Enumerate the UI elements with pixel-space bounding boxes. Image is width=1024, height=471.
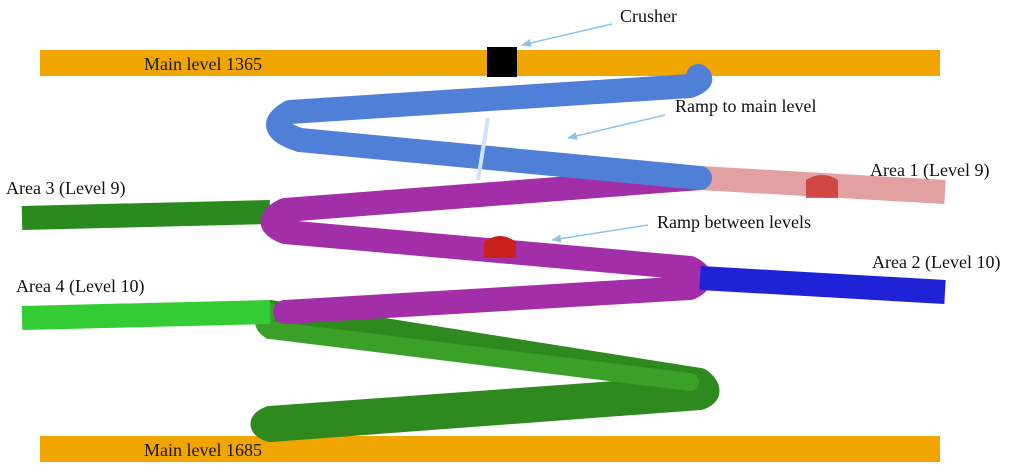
ramp-main-pointer [567, 114, 666, 140]
crusher-label: Crusher [620, 6, 677, 26]
ventilation-shaft [476, 117, 490, 181]
main-level-1685-label: Main level 1685 [144, 440, 262, 460]
ramp-to-main-level [266, 64, 713, 190]
area2-drift [699, 266, 946, 304]
main-level-1365-label: Main level 1365 [144, 54, 262, 74]
area4-label: Area 4 (Level 10) [16, 276, 144, 297]
lower-ramp-segment-1 [251, 300, 720, 442]
refuge-chamber-1 [484, 236, 516, 258]
ramp-main-label: Ramp to main level [675, 96, 816, 116]
area1-label: Area 1 (Level 9) [870, 160, 989, 181]
area3-label: Area 3 (Level 9) [6, 178, 125, 199]
crusher-block [487, 47, 517, 77]
ramp-between-label: Ramp between levels [657, 212, 811, 232]
area3-drift [21, 200, 271, 230]
area2-label: Area 2 (Level 10) [872, 252, 1000, 273]
main-level-1685-bar [40, 436, 940, 462]
area4-drift [21, 300, 271, 330]
refuge-chamber-2 [806, 175, 838, 198]
crusher-pointer [521, 23, 613, 47]
ramp-between-pointer [551, 224, 649, 243]
